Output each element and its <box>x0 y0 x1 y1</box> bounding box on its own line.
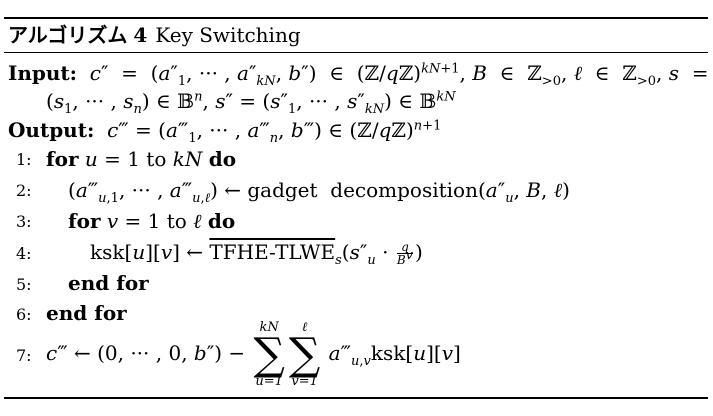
input-formula-1: c″ = (a″1, ··· , a″kN, b″) ∈ (ℤ/qℤ)kN+1,… <box>89 61 709 89</box>
algorithm-number: 4 <box>133 23 148 47</box>
top-rule <box>4 17 708 19</box>
input-line-2: (s1, ··· , sn) ∈ 𝔹n, s″ = (s″1, ··· , s″… <box>46 89 456 117</box>
sum-operator: ℓ∑v=1 <box>288 319 321 389</box>
algorithm-label: アルゴリズム <box>8 23 128 47</box>
input-line-1: Input: c″ = (a″1, ··· , a″kN, b″) ∈ (ℤ/q… <box>8 60 709 89</box>
algorithm-name: Key Switching <box>155 23 301 47</box>
step-2: (a‴u,1, ··· , a‴u,ℓ) ← gadget decomposit… <box>68 178 570 206</box>
step-1: for u = 1 to kN do <box>46 147 237 171</box>
sum-operator: kN∑u=1 <box>253 319 285 389</box>
step-number: 6: <box>16 305 32 324</box>
step-number: 3: <box>16 212 32 231</box>
title-rule <box>4 52 708 53</box>
output-label: Output: <box>8 118 95 142</box>
step-number: 7: <box>16 346 32 365</box>
step-number: 1: <box>16 150 32 169</box>
output-line: Output: c‴ = (a‴1, ··· , a‴n, b‴) ∈ (ℤ/q… <box>8 117 442 146</box>
bottom-rule <box>4 397 708 399</box>
step-6: end for <box>46 301 127 325</box>
step-number: 5: <box>16 275 32 294</box>
input-label: Input: <box>8 61 78 85</box>
output-formula: c‴ = (a‴1, ··· , a‴n, b‴) ∈ (ℤ/qℤ)n+1 <box>107 118 442 146</box>
step-5: end for <box>68 271 149 295</box>
step-3: for v = 1 to ℓ do <box>68 209 236 233</box>
step-number: 2: <box>16 181 32 200</box>
step-number: 4: <box>16 244 32 263</box>
